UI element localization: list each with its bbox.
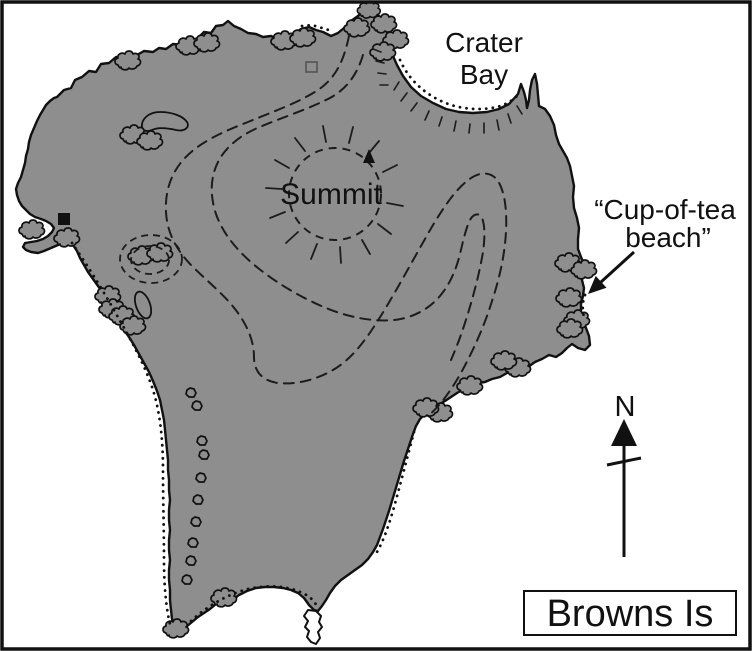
- contour-outer: [164, 35, 508, 416]
- cliff-hachures: [372, 48, 523, 134]
- pond-oval: [133, 290, 153, 320]
- south-islet: [303, 609, 323, 645]
- cup-of-tea-label-line1: “Cup-of-tea: [594, 194, 736, 225]
- beach-dotted-lines: [70, 23, 587, 630]
- island-name-label: Browns Is: [547, 593, 714, 635]
- summit-label: Summit: [280, 178, 382, 211]
- north-label: N: [615, 391, 636, 423]
- building-square-icon: [58, 213, 70, 225]
- small-crater: [119, 234, 183, 284]
- crater-bay-label-line1: Crater: [445, 27, 523, 58]
- cup-of-tea-label-line2: beach”: [625, 222, 711, 253]
- trig-point-icon: [363, 149, 375, 163]
- island-name-box: Browns Is: [523, 590, 737, 636]
- crater-bay-label-line2: Bay: [460, 59, 508, 90]
- contour-inner: [210, 54, 486, 361]
- contour-lines: [164, 35, 508, 416]
- cup-of-tea-arrow-icon: [588, 250, 636, 294]
- structure-open-square-icon: [305, 61, 318, 73]
- north-arrow-icon: N: [606, 391, 642, 557]
- summit-crater: [265, 125, 404, 264]
